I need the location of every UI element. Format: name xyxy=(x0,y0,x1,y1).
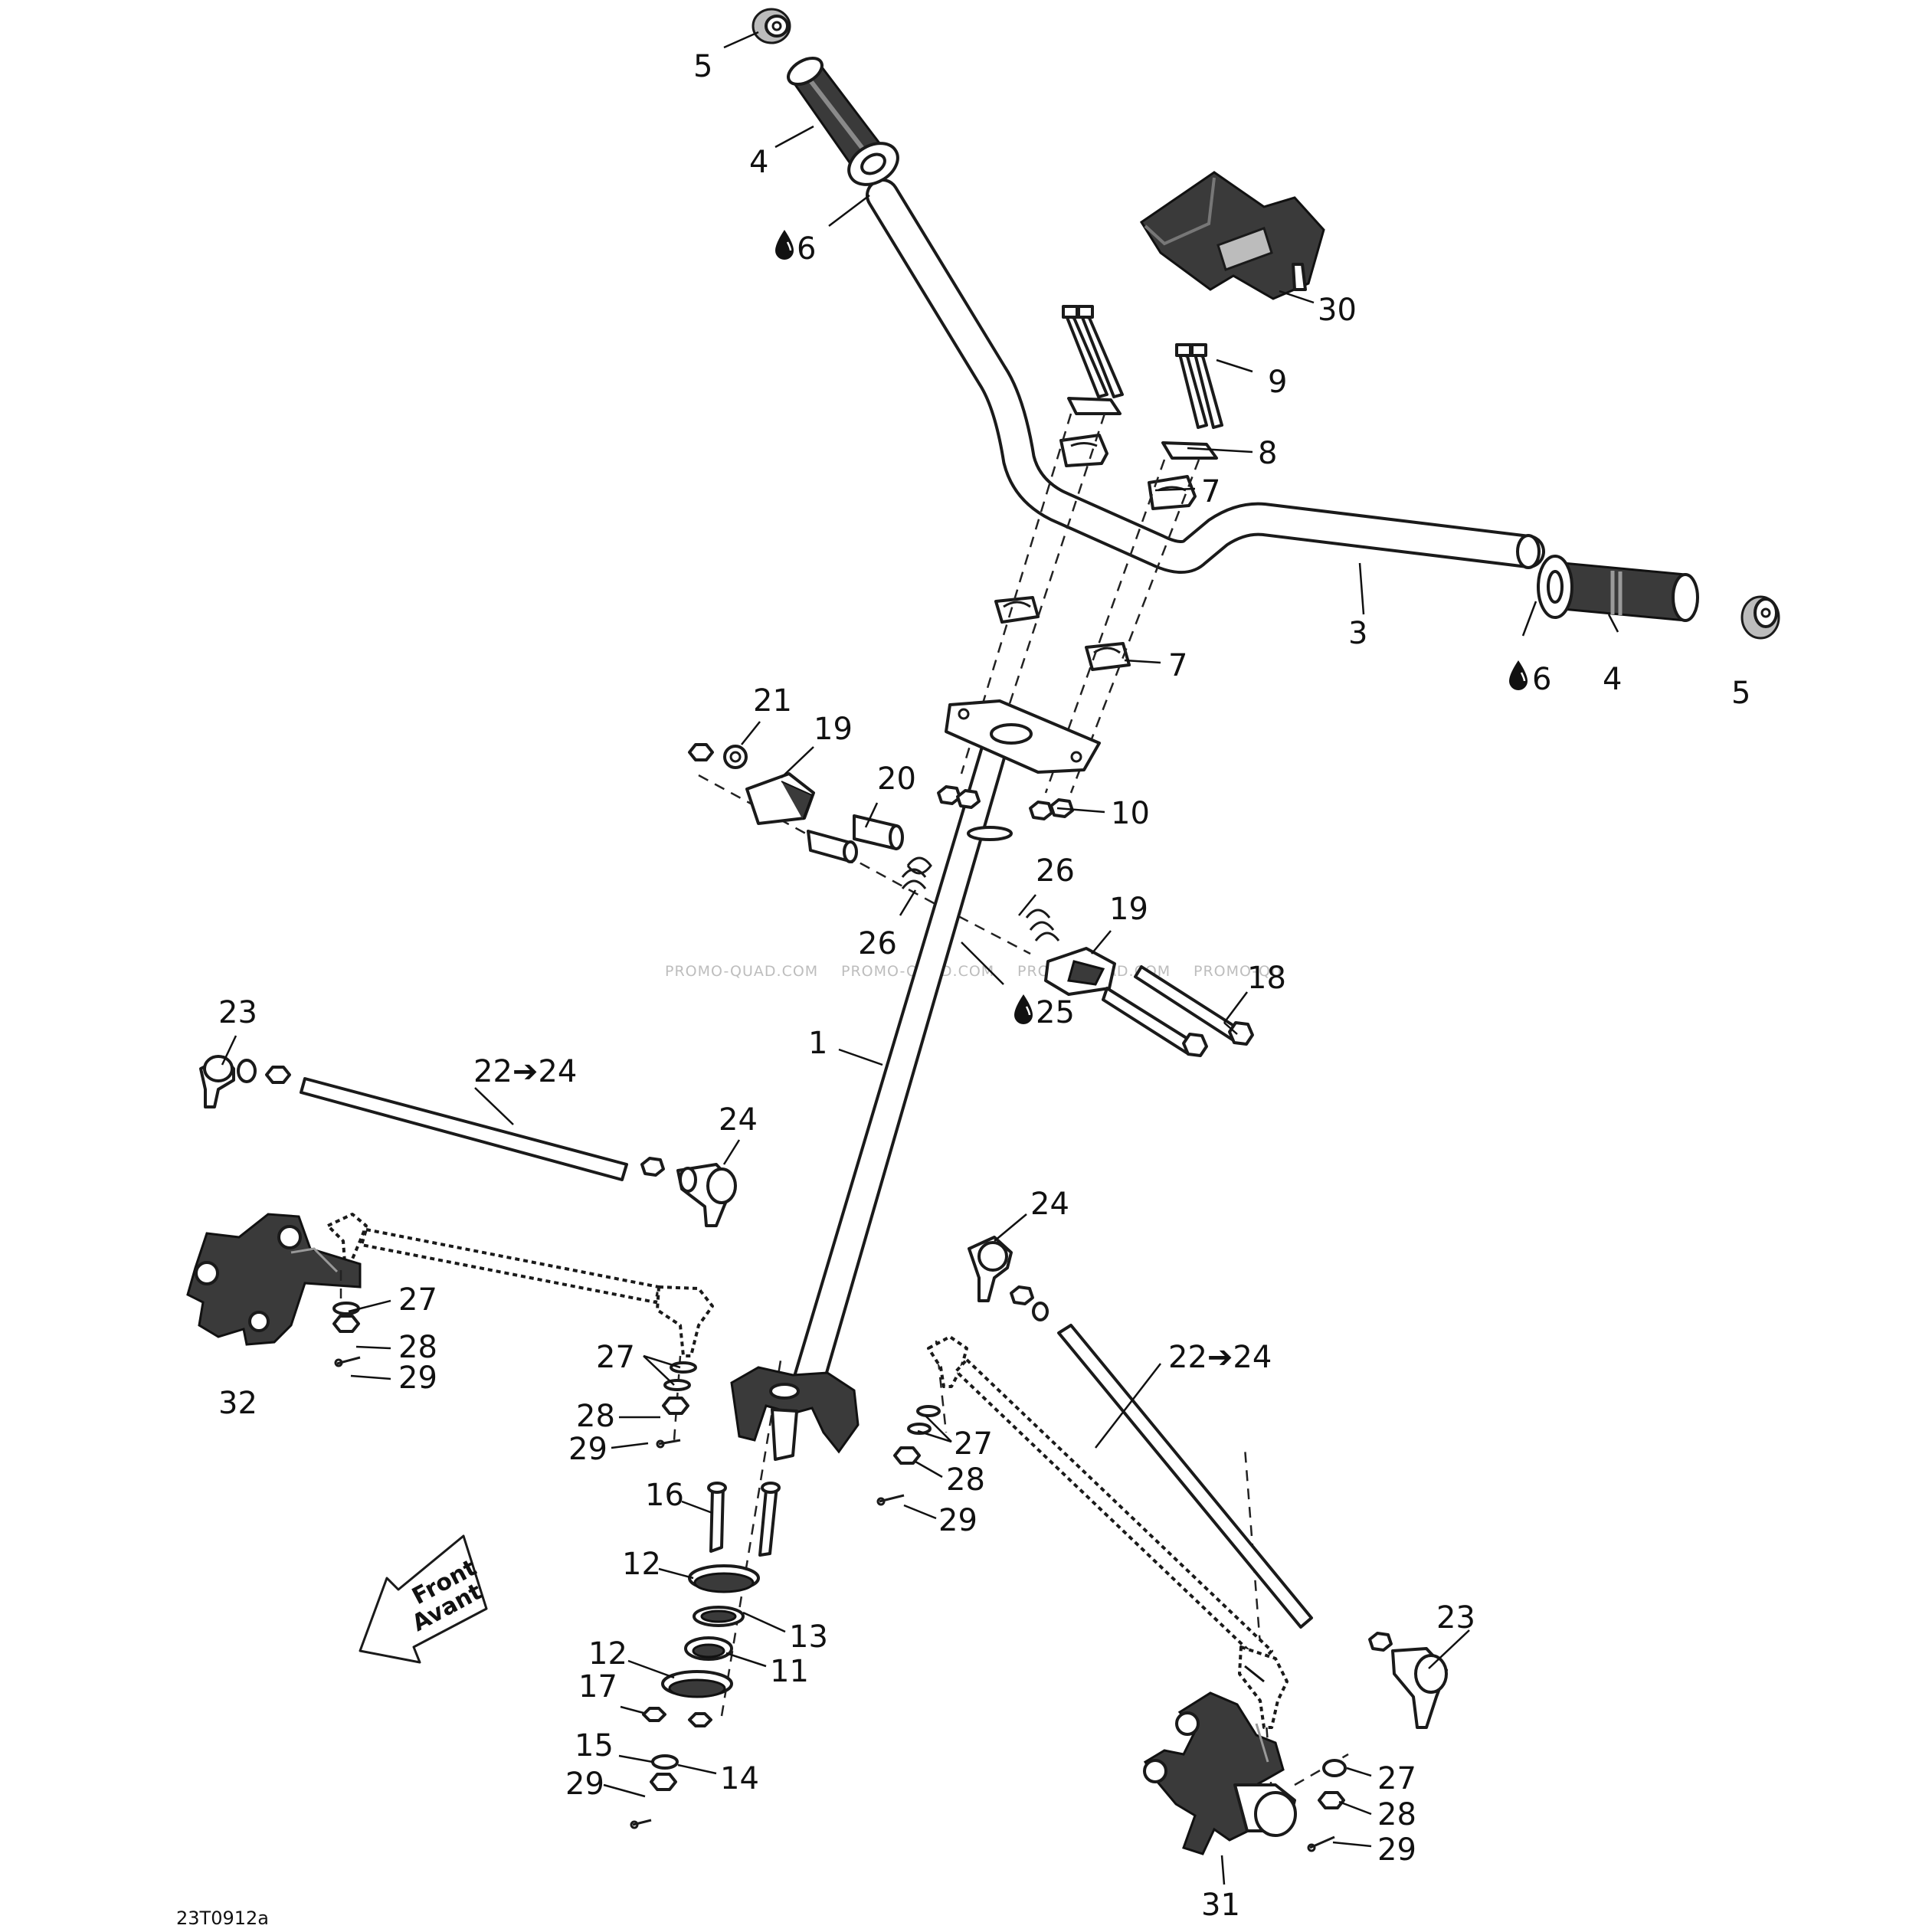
callout-29: 29 xyxy=(565,1767,604,1802)
callout-19: 19 xyxy=(1109,892,1148,927)
callout-19: 19 xyxy=(814,712,853,747)
alignment-lines xyxy=(698,413,1349,1793)
callout-13: 13 xyxy=(789,1619,828,1655)
callout-9: 9 xyxy=(1268,365,1287,400)
hardware-left-knuckle xyxy=(332,1302,361,1367)
callout-12: 12 xyxy=(622,1547,661,1582)
callout-29: 29 xyxy=(1377,1832,1416,1868)
callout-15: 15 xyxy=(575,1728,614,1763)
callout-12: 12 xyxy=(588,1636,627,1672)
leader-lines xyxy=(221,31,1619,1885)
left-end-plug xyxy=(752,8,791,44)
callout-20: 20 xyxy=(877,761,916,797)
front-direction-arrow: Front Avant xyxy=(359,1534,488,1664)
callout-32: 32 xyxy=(218,1386,257,1421)
oil-drop-icon xyxy=(1014,994,1033,1024)
callout-8: 8 xyxy=(1258,436,1277,471)
handlebar-bolts xyxy=(1062,305,1223,429)
callout-29: 29 xyxy=(568,1432,607,1467)
oil-drop-icon xyxy=(1509,660,1528,690)
callout-27: 27 xyxy=(954,1426,993,1462)
callout-28: 28 xyxy=(1377,1797,1416,1832)
watermark-text: PROMO-QU xyxy=(1194,963,1282,980)
callout-27: 27 xyxy=(1377,1761,1416,1796)
callout-26: 26 xyxy=(1036,853,1075,889)
callout-27: 27 xyxy=(398,1282,437,1318)
callout-23: 23 xyxy=(218,995,257,1030)
lower-bearing-stack xyxy=(630,1482,781,1829)
lower-clamps xyxy=(994,596,1131,671)
callout-6: 6 xyxy=(797,231,816,267)
callout-5: 5 xyxy=(693,49,712,84)
callout-1: 1 xyxy=(808,1026,827,1061)
callout-26: 26 xyxy=(858,926,897,961)
callout-29: 29 xyxy=(398,1361,437,1396)
hardware-right-knuckle xyxy=(1307,1759,1347,1852)
callout-30: 30 xyxy=(1318,293,1357,328)
oil-drop-icon xyxy=(775,230,794,260)
tie-rod-upper-left xyxy=(199,1055,737,1227)
callout-22-24: 22➔24 xyxy=(473,1054,577,1089)
right-grip xyxy=(1537,555,1699,622)
drawing-code: 23T0912a xyxy=(176,1907,269,1929)
callout-25: 25 xyxy=(1036,995,1075,1030)
tie-rod-upper-right xyxy=(968,1236,1448,1729)
callout-29: 29 xyxy=(938,1503,977,1538)
callout-31: 31 xyxy=(1201,1888,1240,1923)
callout-16: 16 xyxy=(645,1478,684,1513)
handlebar xyxy=(866,178,1545,574)
callout-labels: 5 4 6 30 9 8 7 3 6 4 5 7 21 19 20 10 26 … xyxy=(218,49,1750,1923)
callout-6: 6 xyxy=(1532,662,1551,697)
callout-17: 17 xyxy=(578,1669,617,1704)
callout-23: 23 xyxy=(1436,1600,1475,1636)
callout-4: 4 xyxy=(749,145,768,180)
callout-24: 24 xyxy=(719,1102,758,1138)
steering-knuckle-right xyxy=(1143,1691,1297,1855)
callout-7: 7 xyxy=(1168,648,1187,683)
callout-5: 5 xyxy=(1731,676,1750,711)
column-support-left xyxy=(688,743,932,889)
watermark: PROMO-QUAD.COM PROMO-QUAD.COM PROMO-QUAD… xyxy=(665,963,1282,980)
callout-14: 14 xyxy=(720,1761,759,1796)
callout-27: 27 xyxy=(596,1340,635,1375)
callout-4: 4 xyxy=(1603,662,1622,697)
callout-11: 11 xyxy=(770,1654,809,1689)
left-grip xyxy=(787,56,899,186)
handlebar-pad xyxy=(1139,171,1325,300)
column-support-right xyxy=(1025,909,1254,1057)
callout-28: 28 xyxy=(398,1330,437,1365)
hardware-right-tierod xyxy=(876,1405,941,1506)
callout-24: 24 xyxy=(1030,1187,1069,1222)
callout-22-24: 22➔24 xyxy=(1168,1340,1272,1375)
tie-rod-assembly-left xyxy=(186,1213,948,1441)
tie-rod-assembly-right xyxy=(927,1335,1289,1729)
clamp-plates xyxy=(1067,397,1218,460)
right-end-plug xyxy=(1740,595,1780,640)
callout-18: 18 xyxy=(1247,961,1286,996)
steering-column xyxy=(730,699,1101,1461)
callout-7: 7 xyxy=(1201,474,1220,509)
callout-28: 28 xyxy=(576,1399,615,1434)
callout-3: 3 xyxy=(1348,616,1367,651)
watermark-text: PROMO-QUAD.COM xyxy=(665,963,818,980)
callout-10: 10 xyxy=(1111,796,1150,831)
callout-21: 21 xyxy=(753,683,792,719)
callout-28: 28 xyxy=(946,1462,985,1498)
